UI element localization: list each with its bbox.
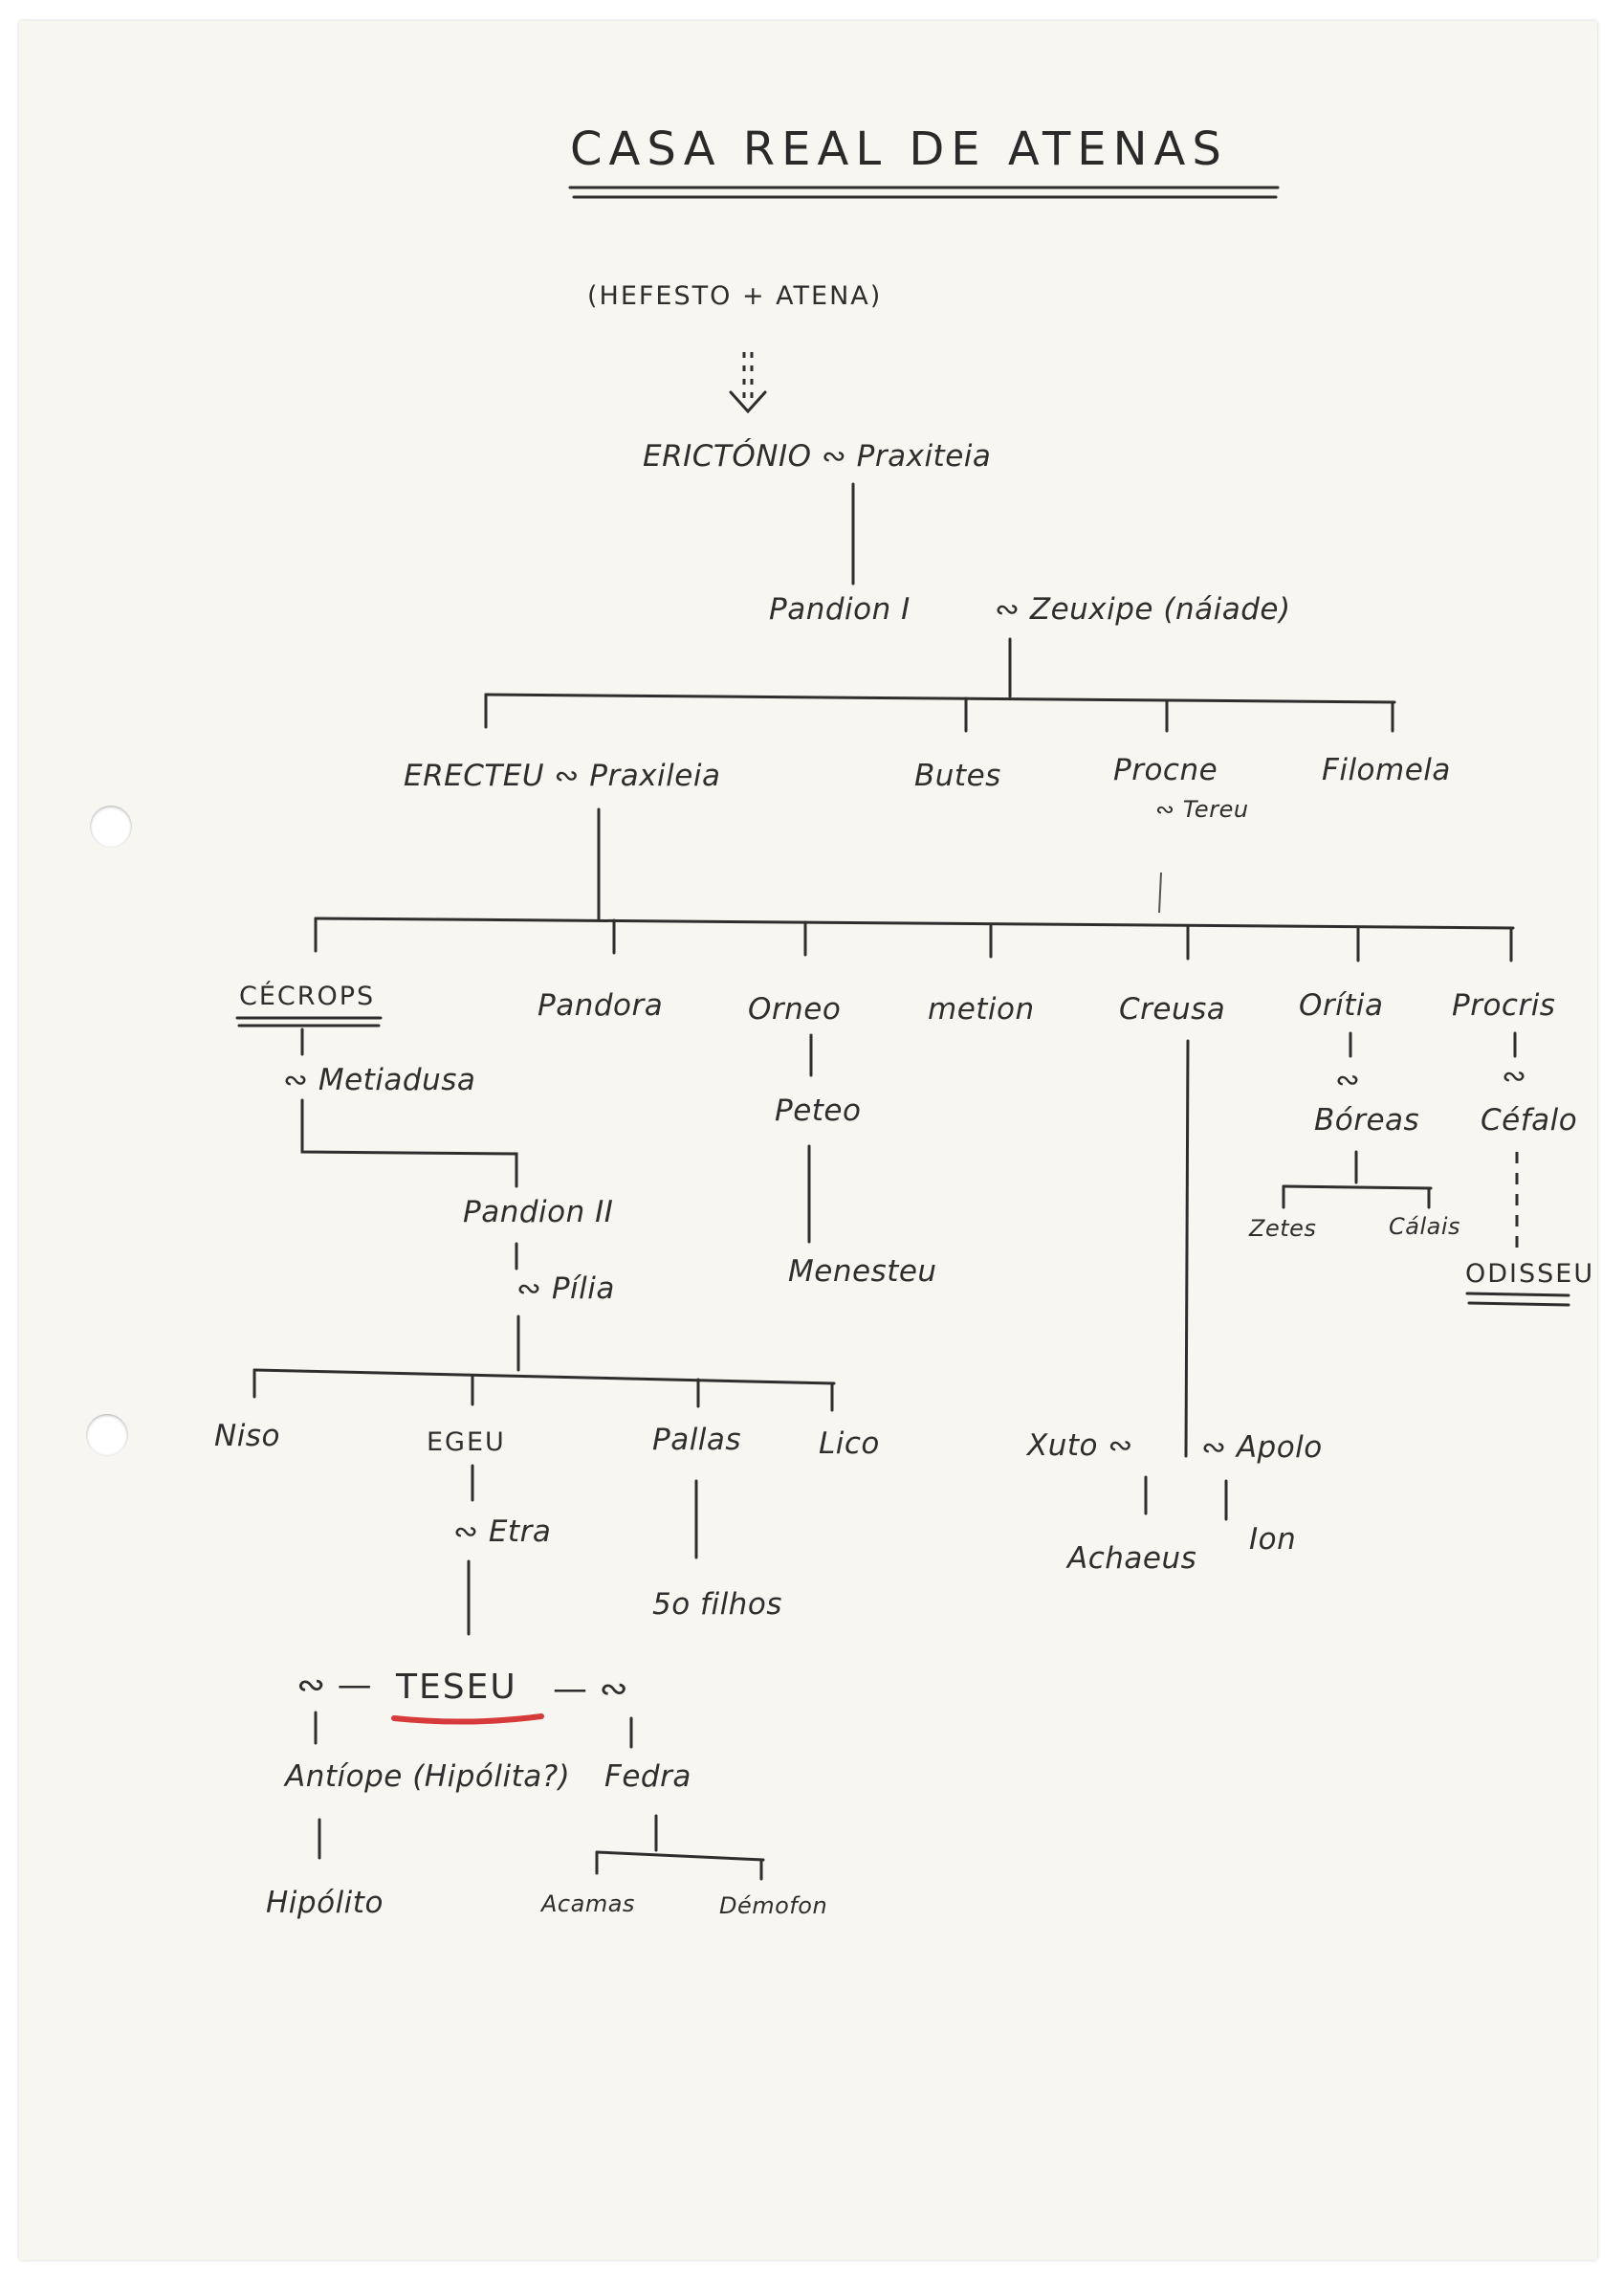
stray-mark [1158,872,1162,914]
odisseu-underline-2 [1467,1301,1570,1307]
descent-arrowhead [729,390,767,414]
node-oritia: Orítia [1299,988,1384,1023]
node-fedra: Fedra [604,1759,691,1794]
node-antiope: Antíope (Hipólita?) [285,1759,571,1794]
node-pandora: Pandora [538,988,664,1023]
node-cecrops: CÉCROPS [239,982,376,1011]
node-odisseu: ODISSEU [1465,1259,1595,1289]
node-xuto: Xuto ∾ [1027,1428,1133,1463]
node-pilia: ∾ Pília [516,1271,615,1306]
node-erecteu: ERECTEU ∾ Praxileia [404,759,721,793]
node-apolo: ∾ Apolo [1201,1430,1323,1465]
node-pandion2: Pandion II [463,1195,614,1229]
node-calais: Cálais [1389,1213,1461,1240]
node-achaeus: Achaeus [1067,1541,1197,1576]
node-metiadusa: ∾ Metiadusa [283,1063,476,1097]
teseu-right-union: — ∾ [553,1669,629,1709]
teseu-highlight [391,1713,544,1725]
node-cefalo: Céfalo [1481,1103,1578,1138]
bar-boreas-children [1282,1184,1433,1190]
node-tereu: ∾ Tereu [1155,796,1249,823]
node-zeuxipe: ∾ Zeuxipe (náiade) [995,592,1291,627]
bar-pilia-children [252,1368,836,1385]
node-egeu: EGEU [427,1427,506,1457]
line-cecrops-pandion2 [300,1098,518,1188]
node-metion: metion [928,992,1035,1027]
node-pallas: Pallas [652,1423,742,1457]
bar-pandion-children [484,693,1396,704]
punch-hole-top [90,806,132,848]
line-creusa-down [1184,1039,1190,1458]
node-peteo: Peteo [775,1094,862,1128]
node-origin: (HEFESTO + ATENA) [587,281,883,311]
page-title: CASA REAL DE ATENAS [570,122,1228,176]
node-etra: ∾ Etra [453,1514,552,1549]
node-cefalo-symbol: ∾ [1502,1059,1527,1094]
node-menesteu: Menesteu [788,1254,937,1289]
bar-fedra-children [595,1850,765,1862]
node-boreas: Bóreas [1314,1103,1420,1138]
odisseu-underline-1 [1465,1292,1570,1297]
teseu-left-union: ∾ — [296,1666,373,1705]
node-demofon: Démofon [719,1892,828,1919]
node-lico: Lico [819,1426,880,1461]
node-boreas-symbol: ∾ [1335,1063,1361,1097]
paper-sheet [19,21,1597,2260]
node-cinquenta-filhos: 5o filhos [652,1587,782,1622]
punch-hole-bottom [86,1414,128,1456]
node-zetes: Zetes [1249,1215,1317,1242]
node-orneo: Orneo [748,992,842,1027]
node-creusa: Creusa [1119,992,1226,1027]
node-erictonio: ERICTÓNIO ∾ Praxiteia [643,439,992,474]
node-niso: Niso [214,1419,280,1453]
node-pandion1: Pandion I [769,592,911,627]
node-filomela: Filomela [1322,753,1451,787]
node-hipolito: Hipólito [266,1886,384,1920]
node-procne: Procne [1113,753,1218,787]
node-acamas: Acamas [541,1890,635,1917]
node-ion: Ion [1249,1522,1297,1557]
node-butes: Butes [914,759,1001,793]
node-procris: Procris [1452,988,1556,1023]
bar-erecteu-children [314,917,1515,930]
node-teseu: TESEU [396,1668,517,1707]
